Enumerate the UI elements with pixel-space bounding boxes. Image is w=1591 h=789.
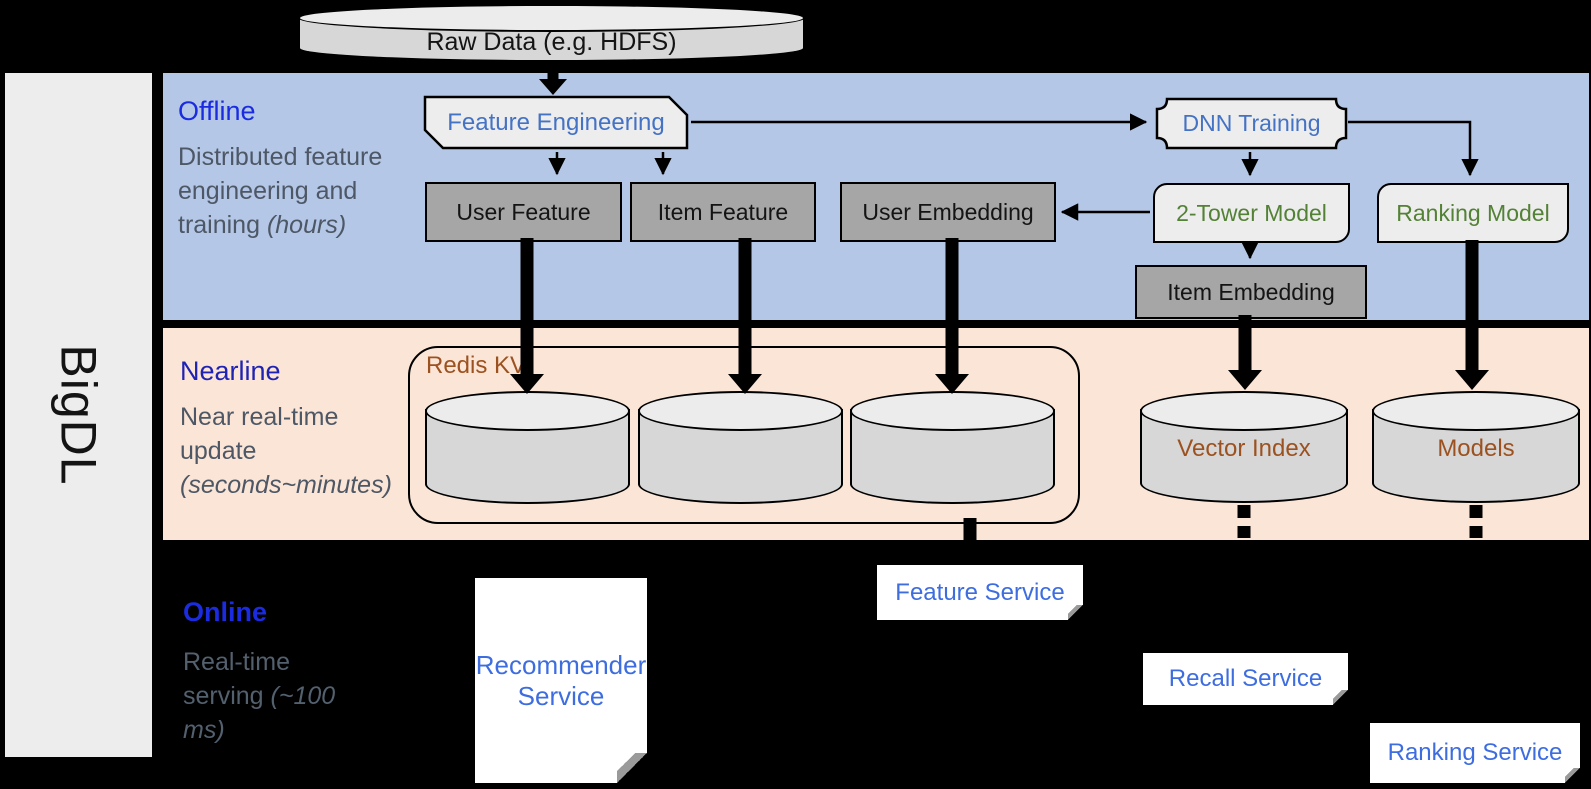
ranking-service-label: Ranking Service [1387,739,1563,766]
ranking-service-fold-corner [1565,768,1580,783]
dnn-training-label: DNN Training [1182,110,1321,136]
two-tower-model-box: 2-Tower Model [1153,183,1350,243]
nearline-description: Near real-time update (seconds~minutes) [180,400,398,502]
cylinder-top [1140,391,1348,431]
feature-service-label: Feature Service [895,578,1065,606]
cylinder-top [638,391,843,431]
dnn-training-shape [1155,97,1348,150]
bigdl-brand-bar: BigDL [5,73,152,757]
recommender-service-fold-corner [617,753,647,783]
item-feature-box: Item Feature [630,182,816,242]
user-feature-box: User Feature [425,182,622,242]
online-title: Online [183,597,268,627]
offline-description-em: (hours) [266,211,347,239]
redis-cylinder-3 [850,391,1055,504]
ranking-model-box: Ranking Model [1377,183,1569,243]
offline-description: Distributed feature engineering and trai… [178,140,418,242]
ranking-service-doc: Ranking Service [1370,723,1580,783]
raw-data-label: Raw Data (e.g. HDFS) [426,28,677,56]
raw-data-cylinder-top [298,4,805,32]
models-cylinder: Models [1372,391,1580,503]
recommender-service-label: Recommender Service [475,649,647,711]
feature-engineering-label: Feature Engineering [447,108,665,136]
vector-index-label: Vector Index [1177,435,1311,462]
redis-cylinder-2 [638,391,843,504]
item-embedding-label: Item Embedding [1167,278,1335,305]
bigdl-logo: BigDL [50,344,107,486]
recommender-service-doc: Recommender Service [475,578,647,783]
nearline-title: Nearline [180,356,281,386]
dnn-training-node: DNN Training [1155,97,1348,150]
online-description: Real-time serving (~100 ms) [183,645,343,747]
redis-kv-label: Redis KV [426,352,527,379]
cylinder-top [850,391,1055,431]
online-description-text: Real-time serving [183,648,290,710]
offline-title: Offline [178,96,256,126]
item-embedding-box: Item Embedding [1135,265,1367,319]
offline-description-text: Distributed feature engineering and trai… [178,143,383,239]
raw-data-cylinder: Raw Data (e.g. HDFS) [298,4,805,62]
nearline-description-text: Near real-time update [180,403,339,465]
cylinder-top [425,391,630,431]
recall-service-label: Recall Service [1168,665,1323,692]
cylinder-top [1372,391,1580,431]
feature-engineering-shape [423,95,689,150]
redis-cylinder-1 [425,391,630,504]
user-feature-label: User Feature [456,198,591,225]
feature-service-fold-corner [1068,605,1083,620]
models-label: Models [1437,435,1515,462]
feature-service-doc: Feature Service [877,565,1083,620]
user-embedding-box: User Embedding [840,182,1056,242]
feature-engineering-node: Feature Engineering [423,95,689,150]
nearline-description-em: (seconds~minutes) [180,471,392,499]
vector-index-cylinder: Vector Index [1140,391,1348,503]
item-feature-label: Item Feature [657,198,789,225]
recall-service-doc: Recall Service [1143,653,1348,705]
recall-service-fold-corner [1333,690,1348,705]
online-description-em: (~100 ms) [183,682,336,744]
user-embedding-label: User Embedding [862,198,1034,225]
ranking-model-label: Ranking Model [1396,199,1550,226]
two-tower-model-label: 2-Tower Model [1176,199,1327,226]
